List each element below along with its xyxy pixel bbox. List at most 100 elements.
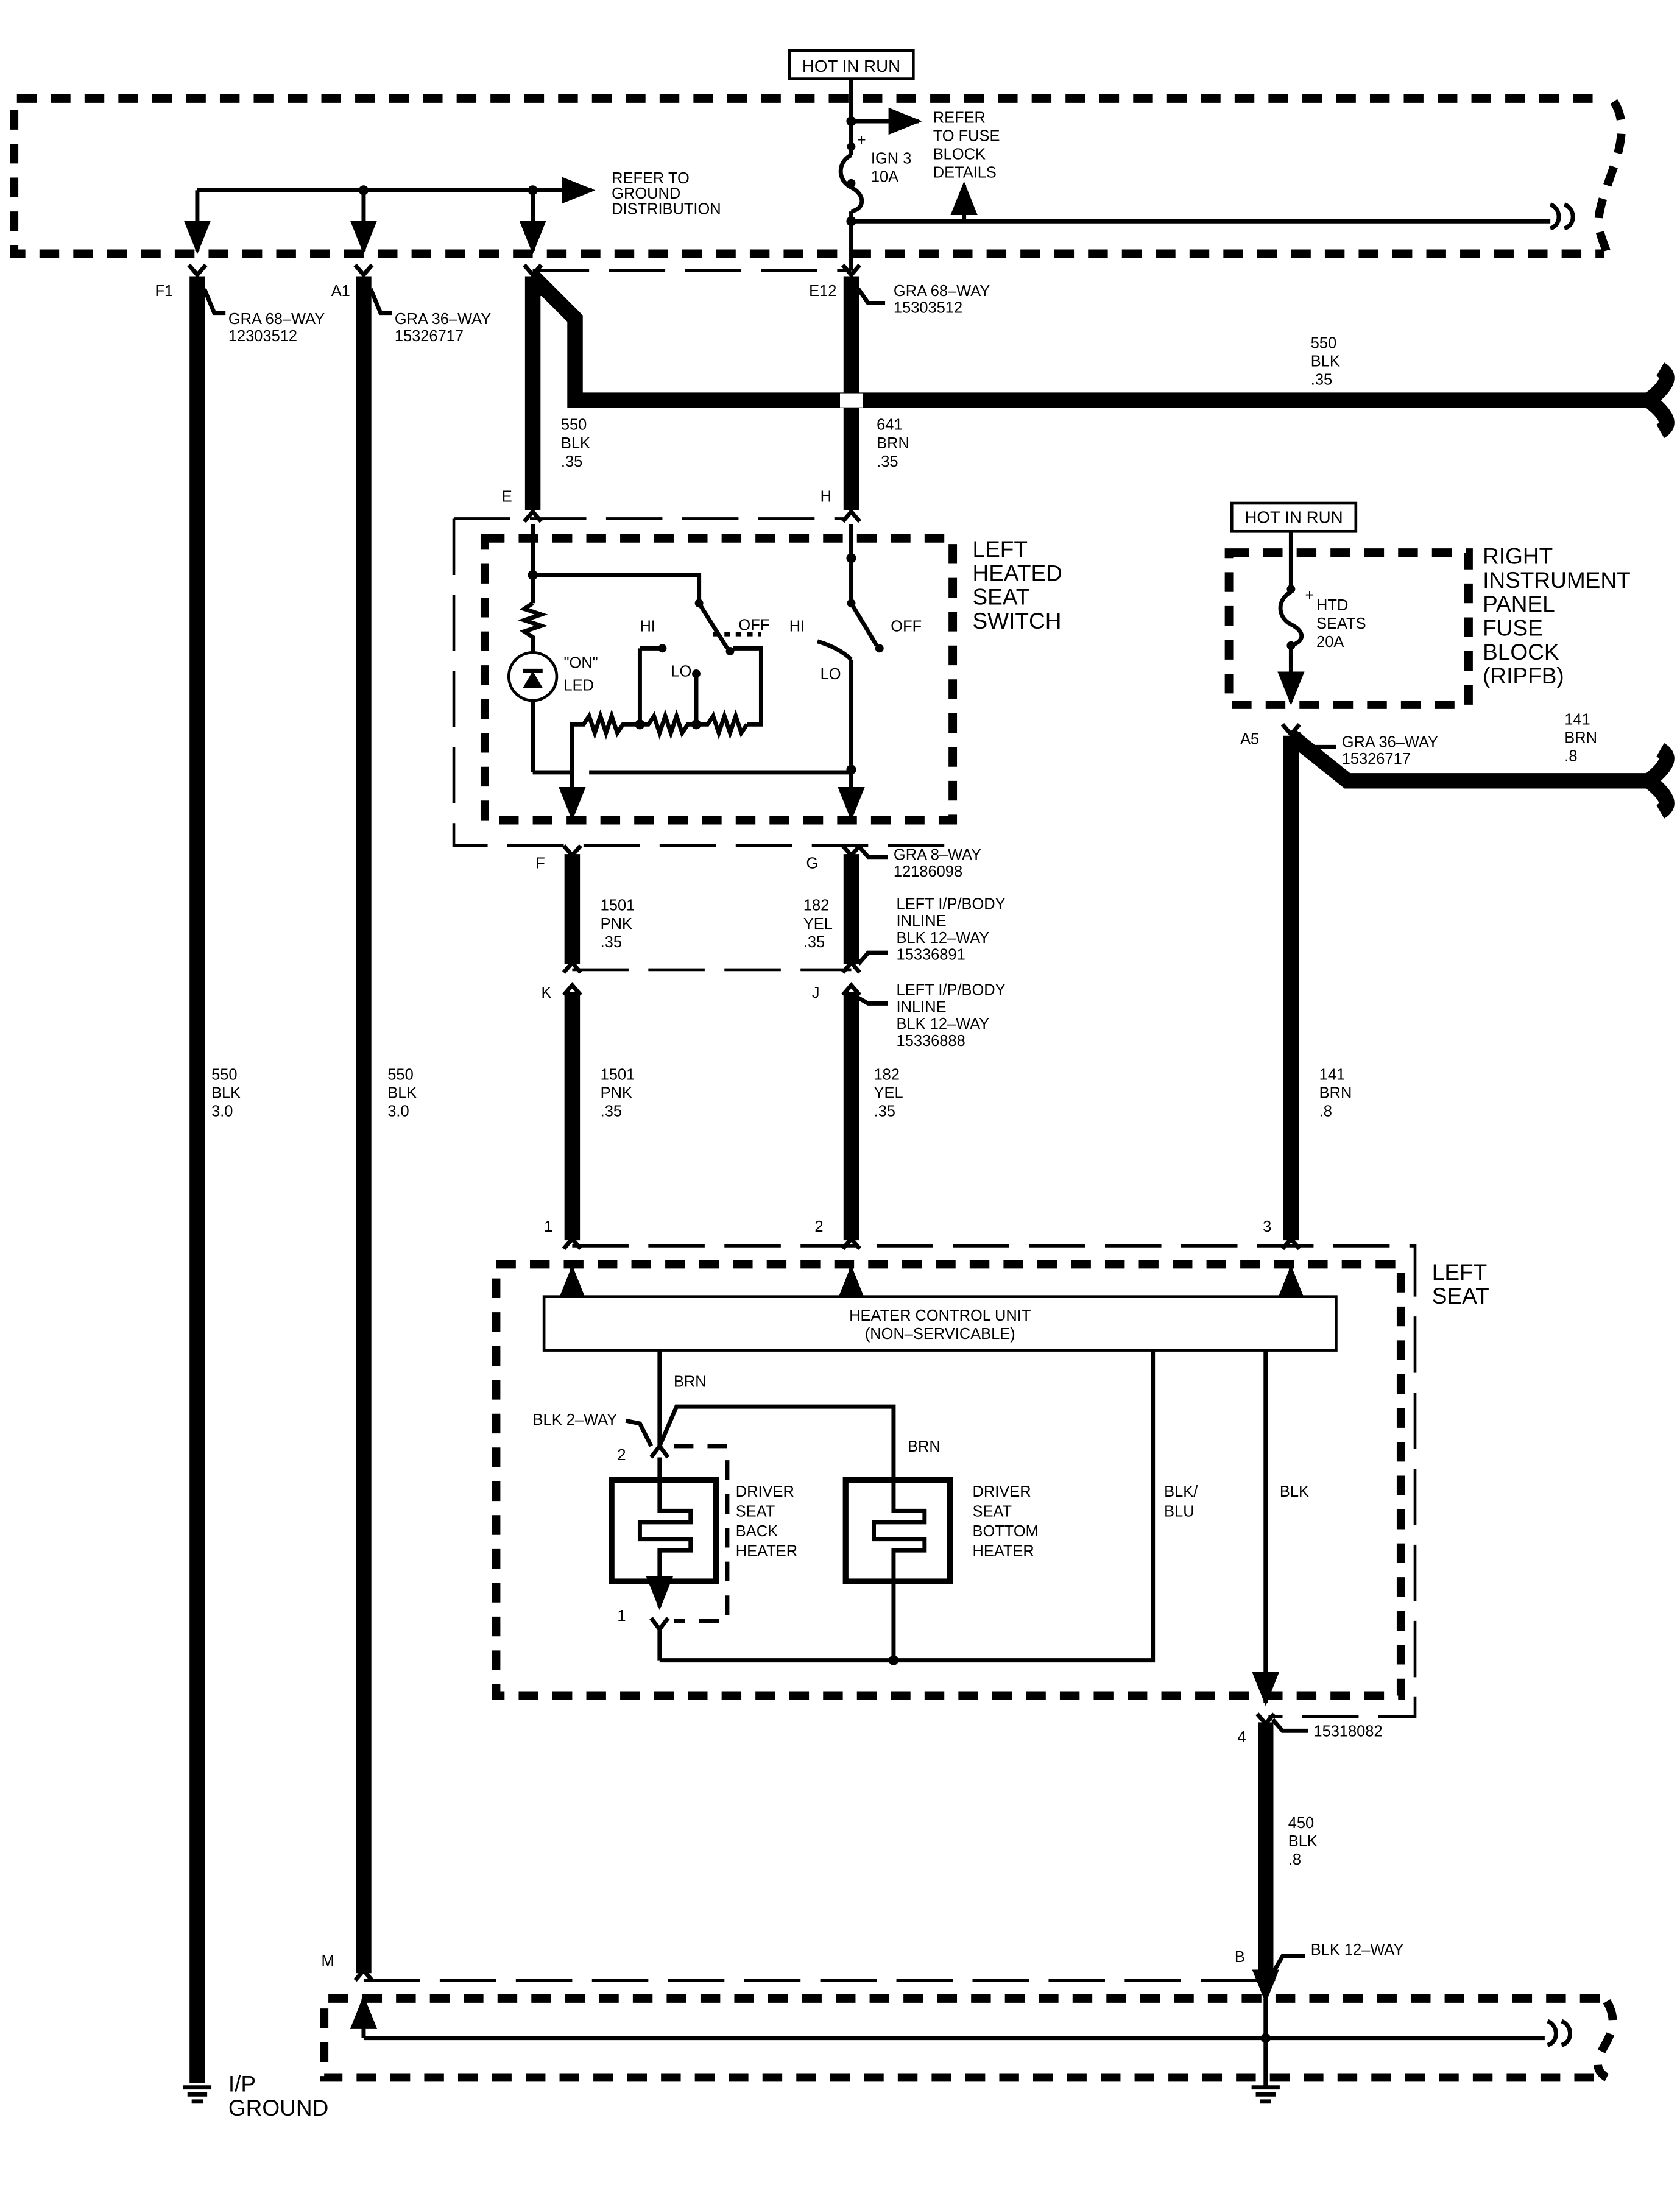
wire-k-j-to-seat: K 1501 PNK .35 1 J LEFT I/P/BODY INLINE …	[541, 982, 1006, 1251]
svg-text:B: B	[1235, 1949, 1245, 1966]
svg-text:LEFT I/P/BODY: LEFT I/P/BODY	[897, 895, 1006, 913]
svg-text:OFF: OFF	[891, 618, 922, 635]
svg-text:141: 141	[1319, 1066, 1345, 1083]
svg-text:DRIVER: DRIVER	[736, 1483, 794, 1500]
svg-text:"ON": "ON"	[564, 655, 598, 672]
svg-text:.35: .35	[877, 453, 898, 470]
svg-text:.35: .35	[601, 934, 622, 951]
svg-text:LO: LO	[821, 666, 841, 683]
left-seat: LEFT SEAT HEATER CONTROL UNIT (NON–SERVI…	[492, 1244, 1489, 1718]
svg-text:12303512: 12303512	[228, 328, 297, 345]
svg-text:D11: D11	[527, 283, 554, 300]
svg-text:HEATER CONTROL UNIT: HEATER CONTROL UNIT	[849, 1307, 1031, 1324]
svg-text:15326717: 15326717	[395, 328, 464, 345]
svg-text:(NON–SERVICABLE): (NON–SERVICABLE)	[865, 1326, 1015, 1343]
svg-text:GRA 68–WAY: GRA 68–WAY	[228, 311, 325, 328]
ign3-fuse: + IGN 3 10A REFER TO FUSE BLOCK DETAILS	[838, 79, 1551, 271]
svg-text:HOT IN RUN: HOT IN RUN	[802, 57, 900, 76]
svg-text:BLK: BLK	[1311, 353, 1340, 370]
ground-block	[320, 1969, 1617, 2104]
svg-text:GROUND: GROUND	[228, 2095, 329, 2120]
svg-text:BOTTOM: BOTTOM	[972, 1523, 1038, 1540]
svg-text:HI: HI	[640, 618, 655, 635]
svg-text:H: H	[821, 489, 831, 506]
svg-text:HEATER: HEATER	[736, 1542, 797, 1559]
svg-text:LEFT: LEFT	[1432, 1259, 1488, 1285]
left-heated-seat-switch: LEFT HEATED SEAT SWITCH "ON" LED HI LO O…	[452, 517, 1062, 847]
svg-text:DRIVER: DRIVER	[972, 1483, 1031, 1500]
svg-text:BLK: BLK	[1280, 1483, 1309, 1500]
svg-text:INSTRUMENT: INSTRUMENT	[1483, 567, 1631, 593]
hot-in-run-label-top: HOT IN RUN	[788, 49, 915, 80]
svg-text:10A: 10A	[871, 168, 898, 185]
svg-text:3: 3	[1263, 1218, 1271, 1235]
svg-text:HEATED: HEATED	[972, 560, 1062, 585]
svg-text:(RIPFB): (RIPFB)	[1483, 663, 1564, 688]
svg-text:FUSE: FUSE	[1483, 615, 1543, 641]
svg-text:.35: .35	[803, 934, 825, 951]
svg-text:LEFT I/P/BODY: LEFT I/P/BODY	[897, 982, 1006, 999]
svg-text:G: G	[806, 855, 818, 872]
svg-text:1501: 1501	[601, 1066, 635, 1083]
wire-e12-641brn: E12 GRA 68–WAY 15303512 641 BRN .35 H	[809, 263, 990, 523]
wire-a1-ground: A1 GRA 36–WAY 15326717 550 BLK 3.0 M	[322, 263, 491, 1982]
svg-text:.8: .8	[1564, 747, 1577, 764]
svg-text:M: M	[322, 1953, 334, 1970]
svg-text:INLINE: INLINE	[897, 913, 947, 930]
svg-text:BLOCK: BLOCK	[1483, 639, 1559, 665]
svg-text:INLINE: INLINE	[897, 998, 947, 1015]
svg-text:E12: E12	[809, 283, 836, 300]
svg-text:K: K	[541, 984, 551, 1001]
svg-text:RIGHT: RIGHT	[1483, 543, 1553, 569]
svg-text:I/P: I/P	[228, 2071, 256, 2097]
svg-text:A1: A1	[331, 283, 350, 300]
svg-text:.35: .35	[601, 1103, 622, 1120]
svg-text:PNK: PNK	[601, 1084, 632, 1101]
svg-text:1: 1	[544, 1218, 552, 1235]
svg-text:15326717: 15326717	[1342, 750, 1411, 768]
svg-text:+: +	[857, 132, 866, 149]
svg-text:641: 641	[877, 417, 902, 434]
svg-text:+: +	[1305, 587, 1315, 604]
svg-text:HOT IN RUN: HOT IN RUN	[1244, 507, 1343, 526]
svg-text:J: J	[812, 984, 820, 1001]
svg-text:BLK 12–WAY: BLK 12–WAY	[897, 1015, 990, 1033]
svg-text:12186098: 12186098	[894, 863, 962, 880]
svg-text:REFER TO: REFER TO	[612, 170, 690, 187]
svg-text:BLK 12–WAY: BLK 12–WAY	[1311, 1941, 1404, 1958]
svg-text:F: F	[535, 855, 545, 872]
svg-text:141: 141	[1564, 711, 1590, 728]
svg-text:BACK: BACK	[736, 1523, 778, 1540]
wire-f1-ground: F1 GRA 68–WAY 12303512 550 BLK 3.0	[155, 263, 325, 2083]
wire-450-blk: 4 15318082 450 BLK .8 B BLK 12–WAY	[1235, 1712, 1404, 1983]
wire-1501-pnk: F 1501 PNK .35	[535, 844, 635, 974]
svg-text:GRA 36–WAY: GRA 36–WAY	[395, 311, 491, 328]
svg-text:BRN: BRN	[877, 435, 909, 452]
svg-text:15318082: 15318082	[1313, 1723, 1382, 1740]
svg-text:YEL: YEL	[874, 1084, 903, 1101]
svg-text:1: 1	[617, 1608, 626, 1625]
svg-text:LED: LED	[564, 677, 594, 694]
ip-ground: I/P GROUND	[183, 2071, 329, 2120]
svg-text:SEAT: SEAT	[972, 1503, 1012, 1520]
svg-text:BLU: BLU	[1164, 1503, 1194, 1520]
svg-text:BLK: BLK	[561, 435, 590, 452]
svg-text:182: 182	[803, 897, 829, 914]
wire-182-yel: G GRA 8–WAY 12186098 182 YEL .35 LEFT I/…	[803, 844, 1006, 974]
wire-d11-550blk: D11 550 BLK .35 550 BLK .35 E	[502, 263, 1675, 523]
svg-text:450: 450	[1288, 1815, 1314, 1832]
svg-text:SEATS: SEATS	[1316, 615, 1366, 632]
svg-text:DISTRIBUTION: DISTRIBUTION	[612, 201, 721, 218]
svg-text:IGN 3: IGN 3	[871, 150, 911, 167]
svg-text:BLK 12–WAY: BLK 12–WAY	[897, 930, 990, 947]
svg-text:HTD: HTD	[1316, 597, 1348, 614]
svg-text:.8: .8	[1288, 1851, 1301, 1868]
svg-text:OFF: OFF	[738, 616, 769, 634]
heater-control-unit	[542, 1295, 1338, 1352]
svg-text:1501: 1501	[601, 897, 635, 914]
svg-text:BLK 2–WAY: BLK 2–WAY	[533, 1411, 618, 1428]
svg-text:GRA 36–WAY: GRA 36–WAY	[1342, 733, 1438, 750]
top-fuse-block	[10, 94, 1626, 258]
svg-text:4: 4	[1237, 1729, 1246, 1746]
